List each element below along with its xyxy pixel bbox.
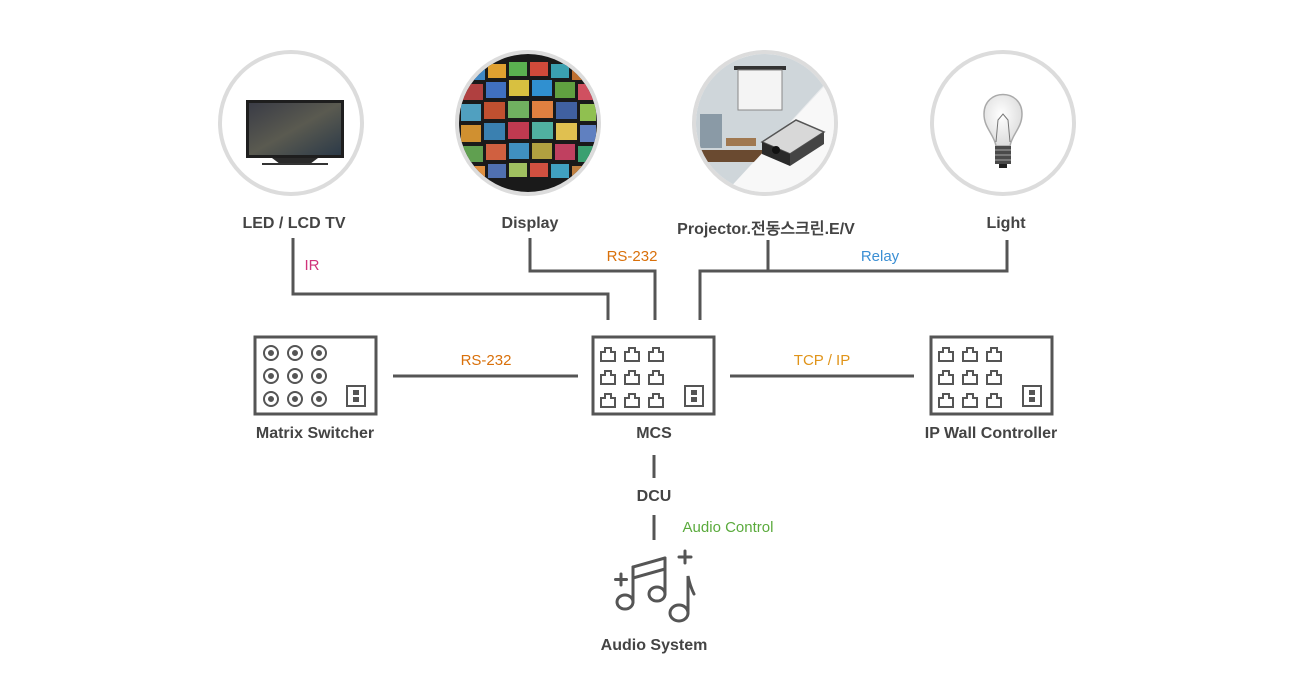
ir-connection-label: IR (304, 257, 320, 274)
projector-icon (696, 54, 834, 192)
rs232-left-connection-label: RS-232 (460, 352, 512, 369)
ip-wall-controller-icon (929, 335, 1054, 416)
relay-line (698, 240, 1009, 320)
rs232-top-connection-label: RS-232 (606, 248, 658, 265)
ir-line (291, 238, 610, 320)
light-label: Light (986, 215, 1026, 232)
tcpip-connection-label: TCP / IP (793, 352, 851, 369)
display-rs232-line (528, 238, 657, 320)
mcs-controller-icon (591, 335, 716, 416)
relay-connection-label: Relay (860, 248, 900, 265)
tv-icon (246, 100, 344, 165)
tv-circle (218, 50, 364, 196)
connection-lines (291, 238, 1009, 540)
dcu-label: DCU (636, 488, 672, 505)
mcs-label: MCS (636, 425, 672, 442)
audio-system-label: Audio System (600, 637, 708, 654)
projector-circle (692, 50, 838, 196)
tv-label: LED / LCD TV (242, 215, 346, 232)
music-notes-icon (614, 549, 696, 623)
light-bulb-icon (983, 93, 1023, 168)
display-label: Display (501, 215, 559, 232)
matrix-switcher-label: Matrix Switcher (255, 425, 375, 442)
video-wall-icon (459, 54, 597, 192)
audio-control-connection-label: Audio Control (682, 519, 774, 536)
ip-wall-controller-label: IP Wall Controller (924, 425, 1058, 442)
projector-label: Projector.전동스크린.E/V (677, 221, 855, 238)
light-circle (930, 50, 1076, 196)
display-circle (455, 50, 601, 196)
matrix-switcher-icon (253, 335, 378, 416)
